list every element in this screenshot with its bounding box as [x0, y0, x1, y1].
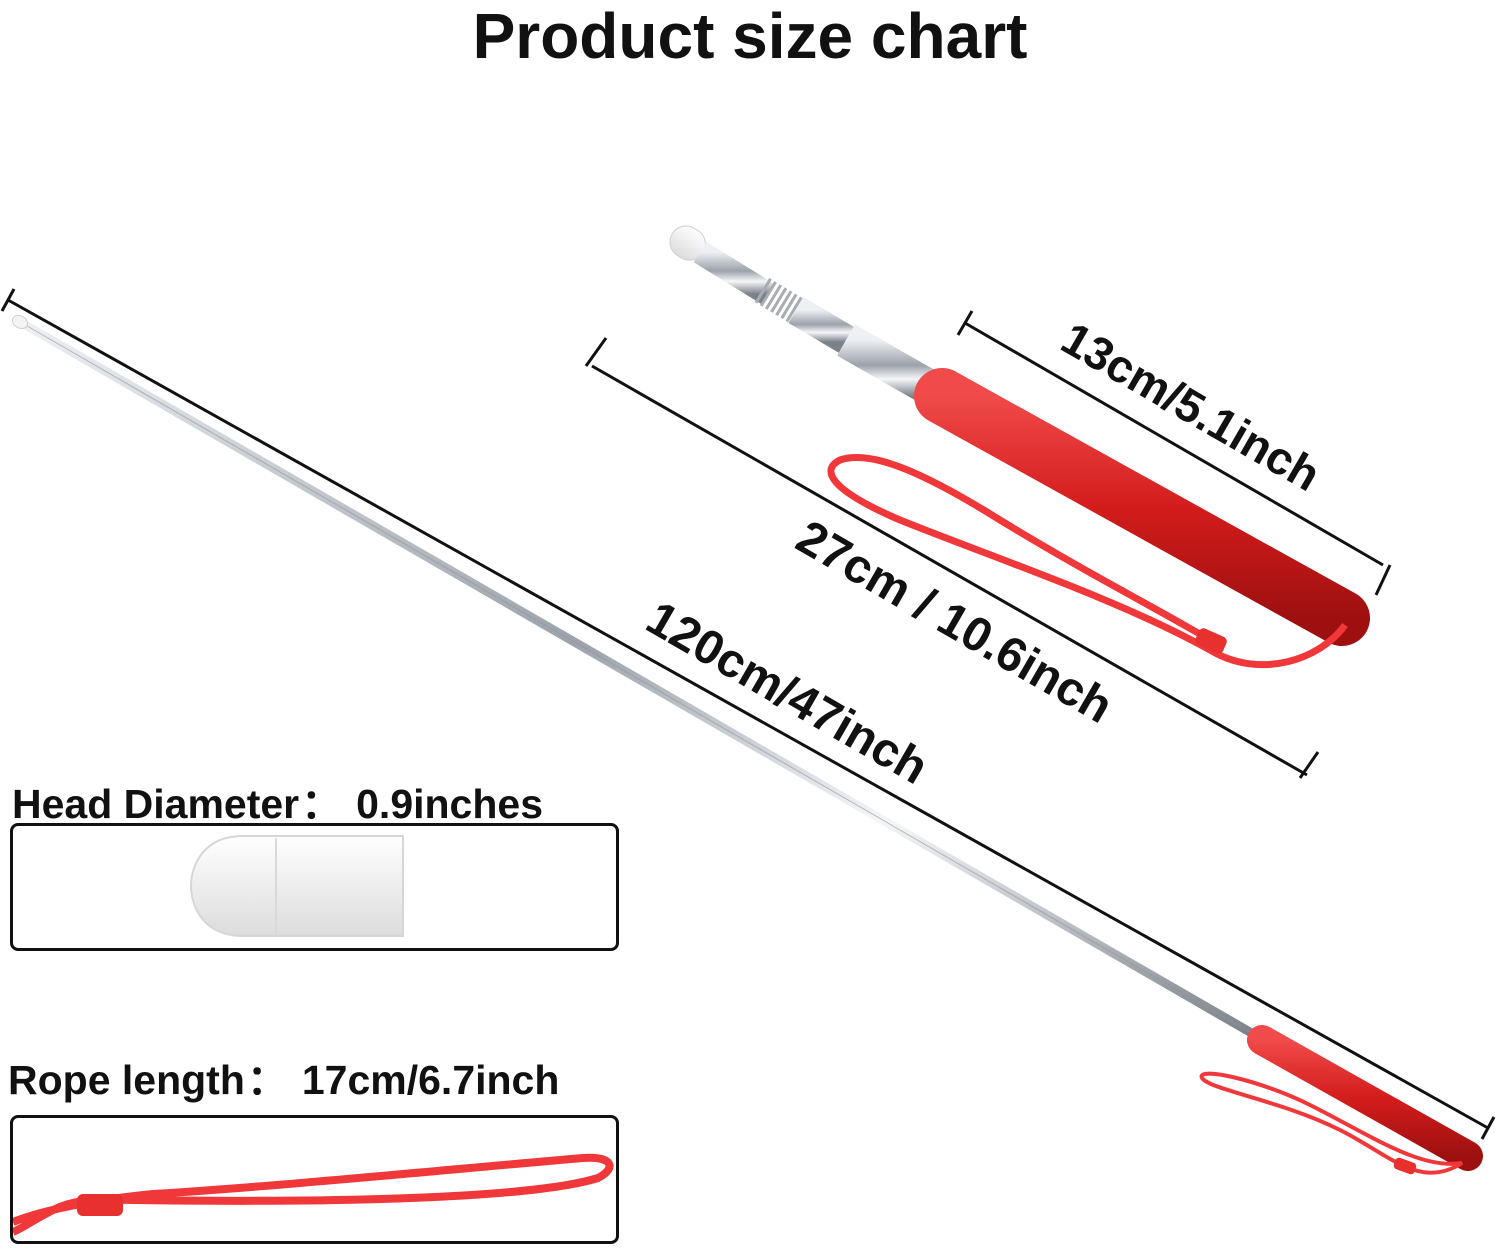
extended-wrist-rope — [1199, 1071, 1464, 1175]
rod-tip — [11, 314, 29, 330]
wrist-rope-image — [11, 1153, 614, 1236]
collapsed-pointer — [584, 225, 1392, 779]
collapsed-red-handle — [914, 368, 1370, 646]
page-title: Product size chart — [472, 0, 1028, 72]
rope-length-value: 17cm/6.7inch — [301, 1057, 560, 1103]
head-diameter-separator: ： — [301, 781, 343, 827]
rope-length-caption: Rope length： 17cm/6.7inch — [8, 1046, 559, 1106]
head-diameter-box — [10, 823, 619, 951]
extended-dimension-line — [7, 298, 1489, 1130]
head-diameter-caption: Head Diameter： 0.9inches — [12, 770, 543, 830]
extended-pointer — [0, 288, 1496, 1175]
head-diameter-value: 0.9inches — [356, 781, 544, 827]
rope-length-label: Rope length — [8, 1057, 245, 1103]
rope-length-separator: ： — [246, 1057, 288, 1103]
extended-dimension-tick-end — [1480, 1116, 1496, 1140]
collapsed-dimension-line — [591, 364, 1308, 777]
metal-segment-2 — [788, 297, 858, 355]
rope-length-box — [10, 1115, 619, 1244]
felt-tip-image — [189, 835, 404, 937]
extended-red-handle — [1247, 1025, 1483, 1171]
metal-segment-1 — [693, 241, 775, 305]
handle-dimension-line — [964, 321, 1384, 567]
head-diameter-label: Head Diameter — [12, 781, 300, 827]
extended-dimension-tick-start — [0, 288, 16, 312]
